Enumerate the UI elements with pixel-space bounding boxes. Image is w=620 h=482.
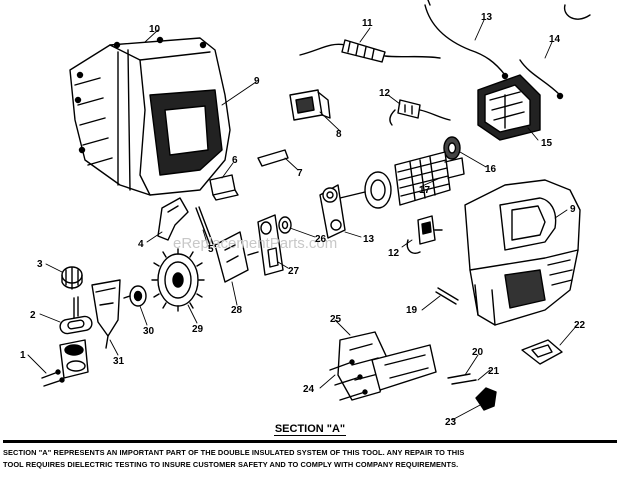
callout-numbers: 10 9 11 13 14 12 8 15 16 17 6 7 4 5 9 12…: [20, 12, 586, 428]
washer-part: [278, 216, 292, 234]
callout-26: 26: [315, 234, 327, 245]
lead-wire-part-14: [519, 4, 591, 100]
callout-24: 24: [303, 384, 315, 395]
link-part-27: [257, 214, 284, 276]
power-cord-part: [299, 39, 441, 63]
block-part-6: [209, 174, 239, 201]
callout-19: 19: [406, 305, 418, 316]
counterweight-part: [319, 184, 346, 239]
callout-28: 28: [231, 305, 243, 316]
callout-27: 27: [288, 266, 300, 277]
callout-14: 14: [549, 34, 561, 45]
note-line-2: TOOL REQUIRES DIELECTRIC TESTING TO INSU…: [3, 460, 459, 469]
callout-12-upper: 12: [379, 88, 391, 99]
callout-9-upper: 9: [254, 76, 260, 87]
callout-30: 30: [143, 326, 155, 337]
callout-12-lower: 12: [388, 248, 400, 259]
callout-23: 23: [445, 417, 457, 428]
callout-6: 6: [232, 155, 238, 166]
callout-31: 31: [113, 356, 125, 367]
callout-5: 5: [208, 244, 214, 255]
housing-half-part: [69, 36, 231, 196]
lever-part-4: [157, 197, 189, 241]
callout-25: 25: [330, 314, 342, 325]
switch-part: [406, 215, 443, 254]
knob-part: [61, 266, 83, 290]
blade-screw-part: [447, 373, 497, 411]
callout-20: 20: [472, 347, 484, 358]
bearing-part-16: [443, 136, 461, 160]
callout-8: 8: [336, 129, 342, 140]
guide-part: [59, 296, 93, 335]
callout-4: 4: [138, 239, 144, 250]
callout-2: 2: [30, 310, 36, 321]
pin-part-5: [195, 206, 214, 246]
roller-support-part: [41, 339, 89, 387]
brush-holder-part: [289, 89, 331, 121]
callout-10: 10: [149, 24, 161, 35]
callout-7: 7: [297, 168, 303, 179]
callout-17: 17: [419, 185, 431, 196]
callout-1: 1: [20, 350, 26, 361]
armature-part: [339, 151, 465, 209]
section-title-text: SECTION "A": [273, 423, 347, 436]
callout-13-lower: 13: [363, 234, 375, 245]
watermark-text: eReplacementParts.com: [173, 235, 337, 252]
callout-22: 22: [574, 320, 586, 331]
pin-part-19: [435, 287, 459, 305]
callout-13-upper: 13: [481, 12, 493, 23]
callout-9-lower: 9: [570, 204, 576, 215]
plate-part-7: [257, 149, 289, 167]
callout-3: 3: [37, 259, 43, 270]
bushing-part: [123, 285, 147, 307]
callout-21: 21: [488, 366, 500, 377]
note-line-1: SECTION "A" REPRESENTS AN IMPORTANT PART…: [3, 448, 465, 457]
shoe-pad-part: [521, 339, 563, 365]
callout-11: 11: [362, 18, 373, 29]
callout-15: 15: [541, 138, 553, 149]
insulation-note: SECTION "A" REPRESENTS AN IMPORTANT PART…: [3, 440, 617, 471]
section-title: SECTION "A": [0, 423, 620, 436]
field-coil-part: [477, 74, 541, 141]
blade-guard-part: [337, 331, 389, 401]
blade-clamp-part: [91, 279, 121, 349]
screws-part-24: [329, 344, 437, 401]
bracket-part: [214, 231, 259, 283]
lead-wire-part-13: [424, 0, 509, 80]
housing-cover-part: [464, 179, 581, 326]
switch-terminal-part: [389, 99, 451, 126]
gear-part: [151, 248, 205, 312]
leader-lines: [27, 19, 579, 421]
callout-16: 16: [485, 164, 497, 175]
callout-29: 29: [192, 324, 204, 335]
